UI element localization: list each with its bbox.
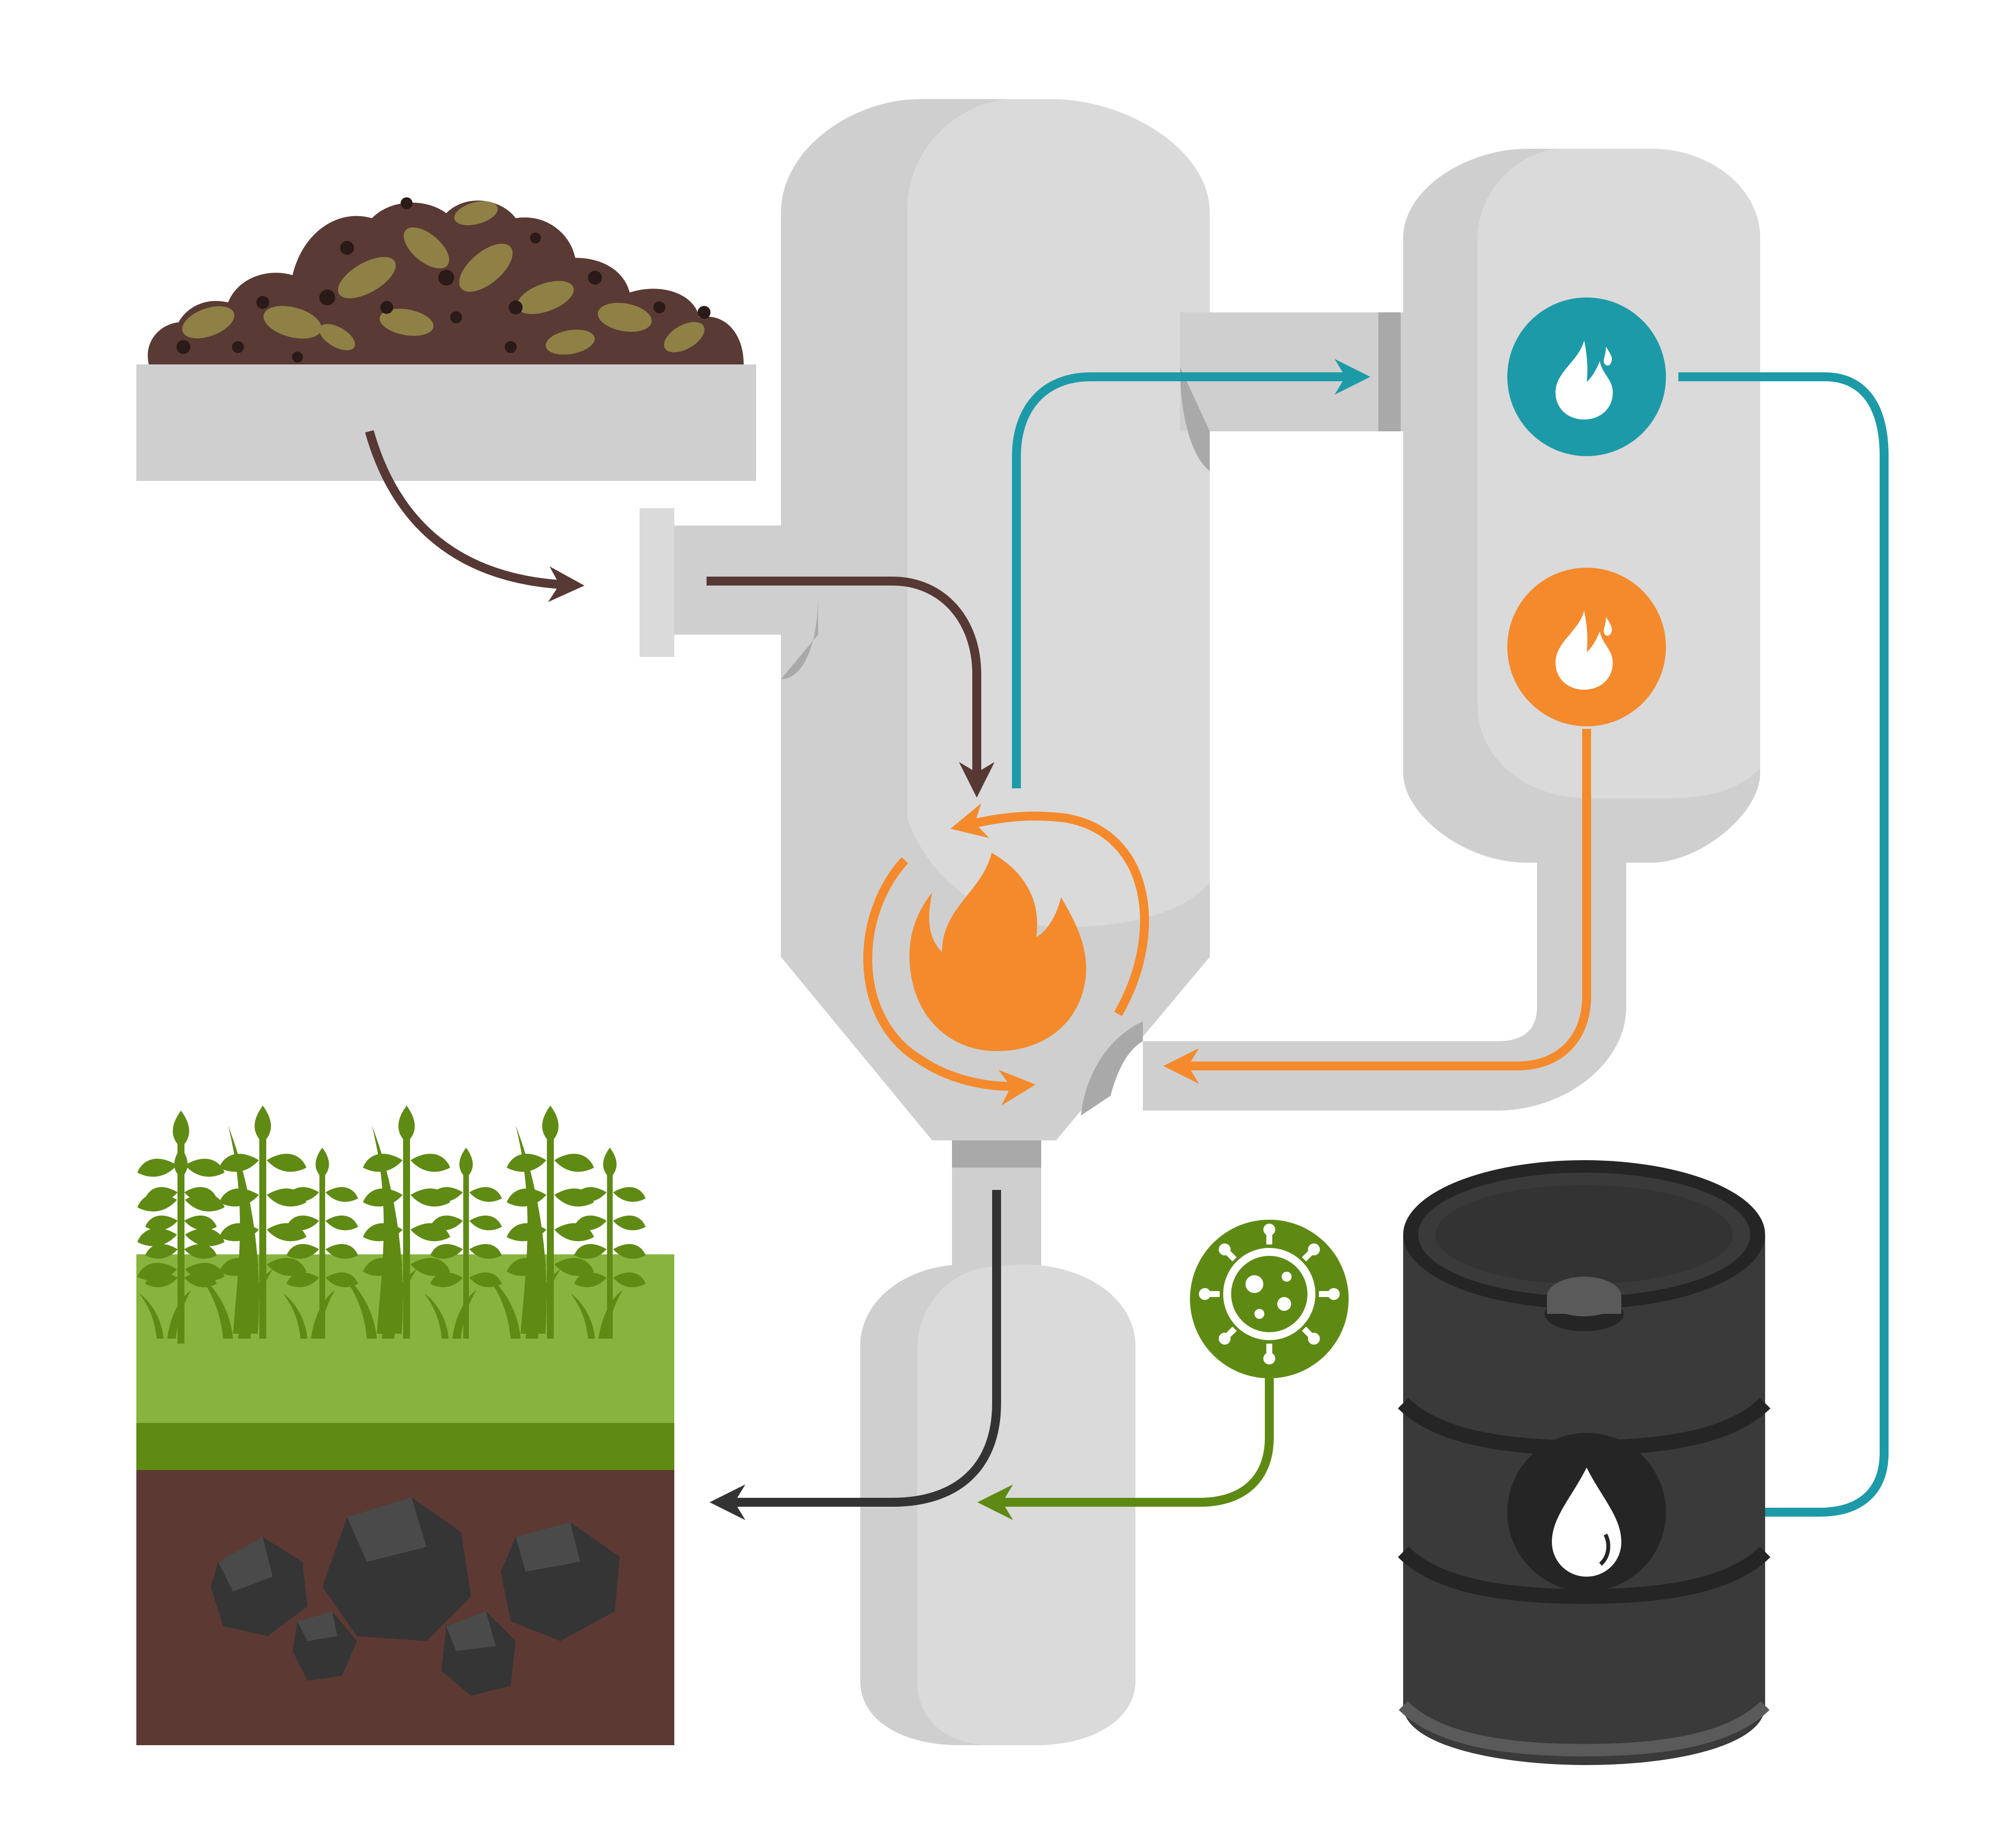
crop-plants-icon: [137, 1106, 646, 1344]
reactor-flame-icon: [909, 853, 1086, 1051]
feed-arrow-reactor: [707, 577, 995, 798]
gas-flame-badge: [1507, 297, 1666, 456]
heat-arrow-return: [1163, 729, 1591, 1084]
field-section: [136, 1106, 674, 1745]
gas-arrow-to-condenser: [1012, 359, 1370, 788]
feed-arrow-hopper: [365, 430, 585, 602]
gas-outlet-flange: [1378, 312, 1401, 431]
gas-arrow-to-barrel: [1637, 372, 1889, 1530]
microbe-badge: [1190, 1220, 1349, 1378]
barrel-cap: [1544, 1277, 1624, 1331]
biomass-pile-icon: [148, 197, 744, 364]
heat-flame-badge: [1507, 568, 1666, 726]
bio-oil-badge: [1507, 1433, 1666, 1592]
biochar-lumps-icon: [211, 1497, 620, 1696]
oil-drop-icon: [1552, 1468, 1621, 1577]
microbe-icon: [1199, 1224, 1340, 1364]
hopper-tray: [136, 364, 756, 481]
heat-circulation-bottom: [863, 857, 1036, 1106]
grass-dark-band: [136, 1423, 674, 1470]
biomass-hopper: [136, 197, 756, 481]
oil-barrel-icon: [1398, 1160, 1771, 1765]
gas-outlet-pipe: [1180, 312, 1408, 431]
reactor-neck-band: [952, 1140, 1041, 1168]
feed-inlet-flange: [640, 508, 674, 657]
heat-circulation-top: [950, 803, 1149, 1016]
condenser-vessel: [1143, 149, 1760, 1111]
char-arrow-to-soil: [710, 1190, 1001, 1520]
microbe-arrow: [977, 1378, 1274, 1520]
